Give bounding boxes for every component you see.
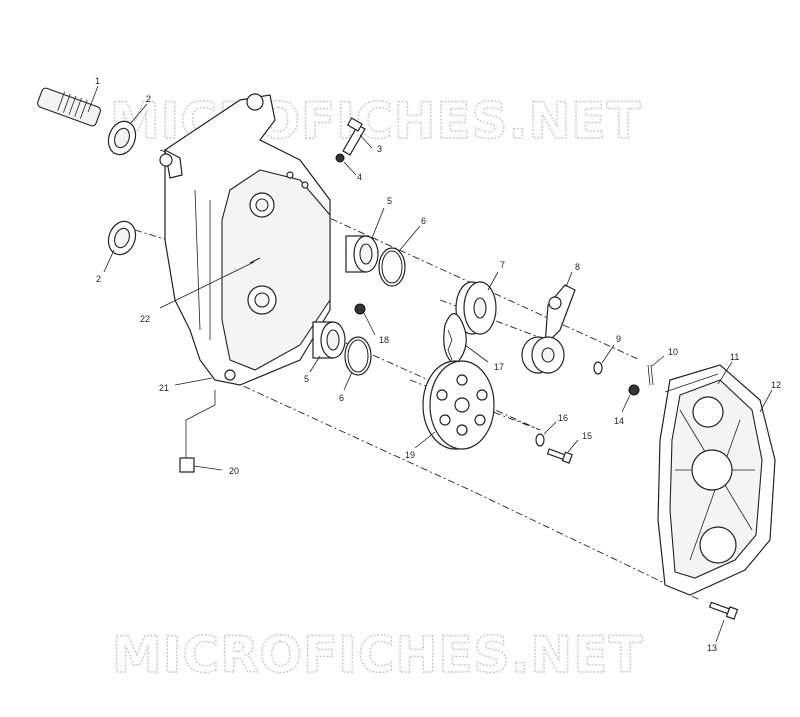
callout-20: 20 bbox=[229, 466, 239, 476]
callout-3: 3 bbox=[377, 144, 382, 154]
callout-5-lower: 5 bbox=[304, 374, 309, 384]
bearing-part-5-upper bbox=[345, 207, 385, 273]
tensioner-part-8 bbox=[521, 271, 576, 374]
stud-part-22 bbox=[159, 257, 261, 309]
washer-part-16 bbox=[535, 421, 557, 447]
sprocket-part-19 bbox=[414, 360, 495, 450]
callout-6-lower: 6 bbox=[339, 393, 344, 403]
callout-11: 11 bbox=[730, 352, 739, 362]
ring-part-6-upper bbox=[378, 225, 421, 287]
callout-17: 17 bbox=[494, 362, 504, 372]
bearing-part-5-lower bbox=[309, 321, 346, 373]
bolt-part-3 bbox=[342, 117, 373, 156]
nut-part-14 bbox=[621, 384, 640, 413]
callout-16: 16 bbox=[558, 413, 568, 423]
callout-15: 15 bbox=[582, 431, 592, 441]
pin-part-10 bbox=[647, 355, 665, 386]
callout-6-upper: 6 bbox=[421, 216, 426, 226]
drain-bolt-part-20 bbox=[179, 390, 223, 473]
callout-5-upper: 5 bbox=[387, 196, 392, 206]
callout-8: 8 bbox=[575, 262, 580, 272]
nut-part-4 bbox=[335, 153, 357, 176]
ring-part-6-lower bbox=[343, 336, 372, 391]
callout-19: 19 bbox=[405, 450, 415, 460]
callout-14: 14 bbox=[614, 416, 624, 426]
callout-18: 18 bbox=[379, 335, 389, 345]
chaincase-housing bbox=[159, 93, 331, 386]
callout-2-lower: 2 bbox=[96, 274, 101, 284]
callout-13: 13 bbox=[707, 643, 717, 653]
callout-12: 12 bbox=[771, 380, 781, 390]
sprocket-part-7 bbox=[455, 271, 499, 335]
callout-2-upper: 2 bbox=[146, 94, 151, 104]
callout-1: 1 bbox=[95, 76, 100, 86]
callout-21: 21 bbox=[159, 383, 169, 393]
callout-9: 9 bbox=[616, 334, 621, 344]
callout-7: 7 bbox=[500, 260, 505, 270]
leader-part-21 bbox=[174, 377, 213, 386]
callout-4: 4 bbox=[357, 172, 362, 182]
seal-part-2-upper bbox=[107, 103, 148, 156]
washer-part-9 bbox=[593, 344, 615, 375]
bolt-part-13 bbox=[708, 601, 739, 643]
bolt-part-15 bbox=[546, 439, 579, 464]
callout-22: 22 bbox=[140, 314, 150, 324]
seal-part-2-lower bbox=[103, 220, 137, 273]
watermark-bottom: MICROFICHES.NET bbox=[112, 626, 644, 684]
gasket-part-11 bbox=[664, 361, 733, 393]
chaincase-cover-part-12 bbox=[657, 364, 776, 596]
shaft-part-1 bbox=[37, 85, 101, 127]
callout-10: 10 bbox=[668, 347, 678, 357]
nut-part-18 bbox=[354, 303, 376, 336]
chain-part-17 bbox=[443, 313, 489, 366]
callout-labels: 1 2 2 3 4 5 5 6 6 7 8 9 10 11 12 13 14 1… bbox=[95, 76, 781, 653]
